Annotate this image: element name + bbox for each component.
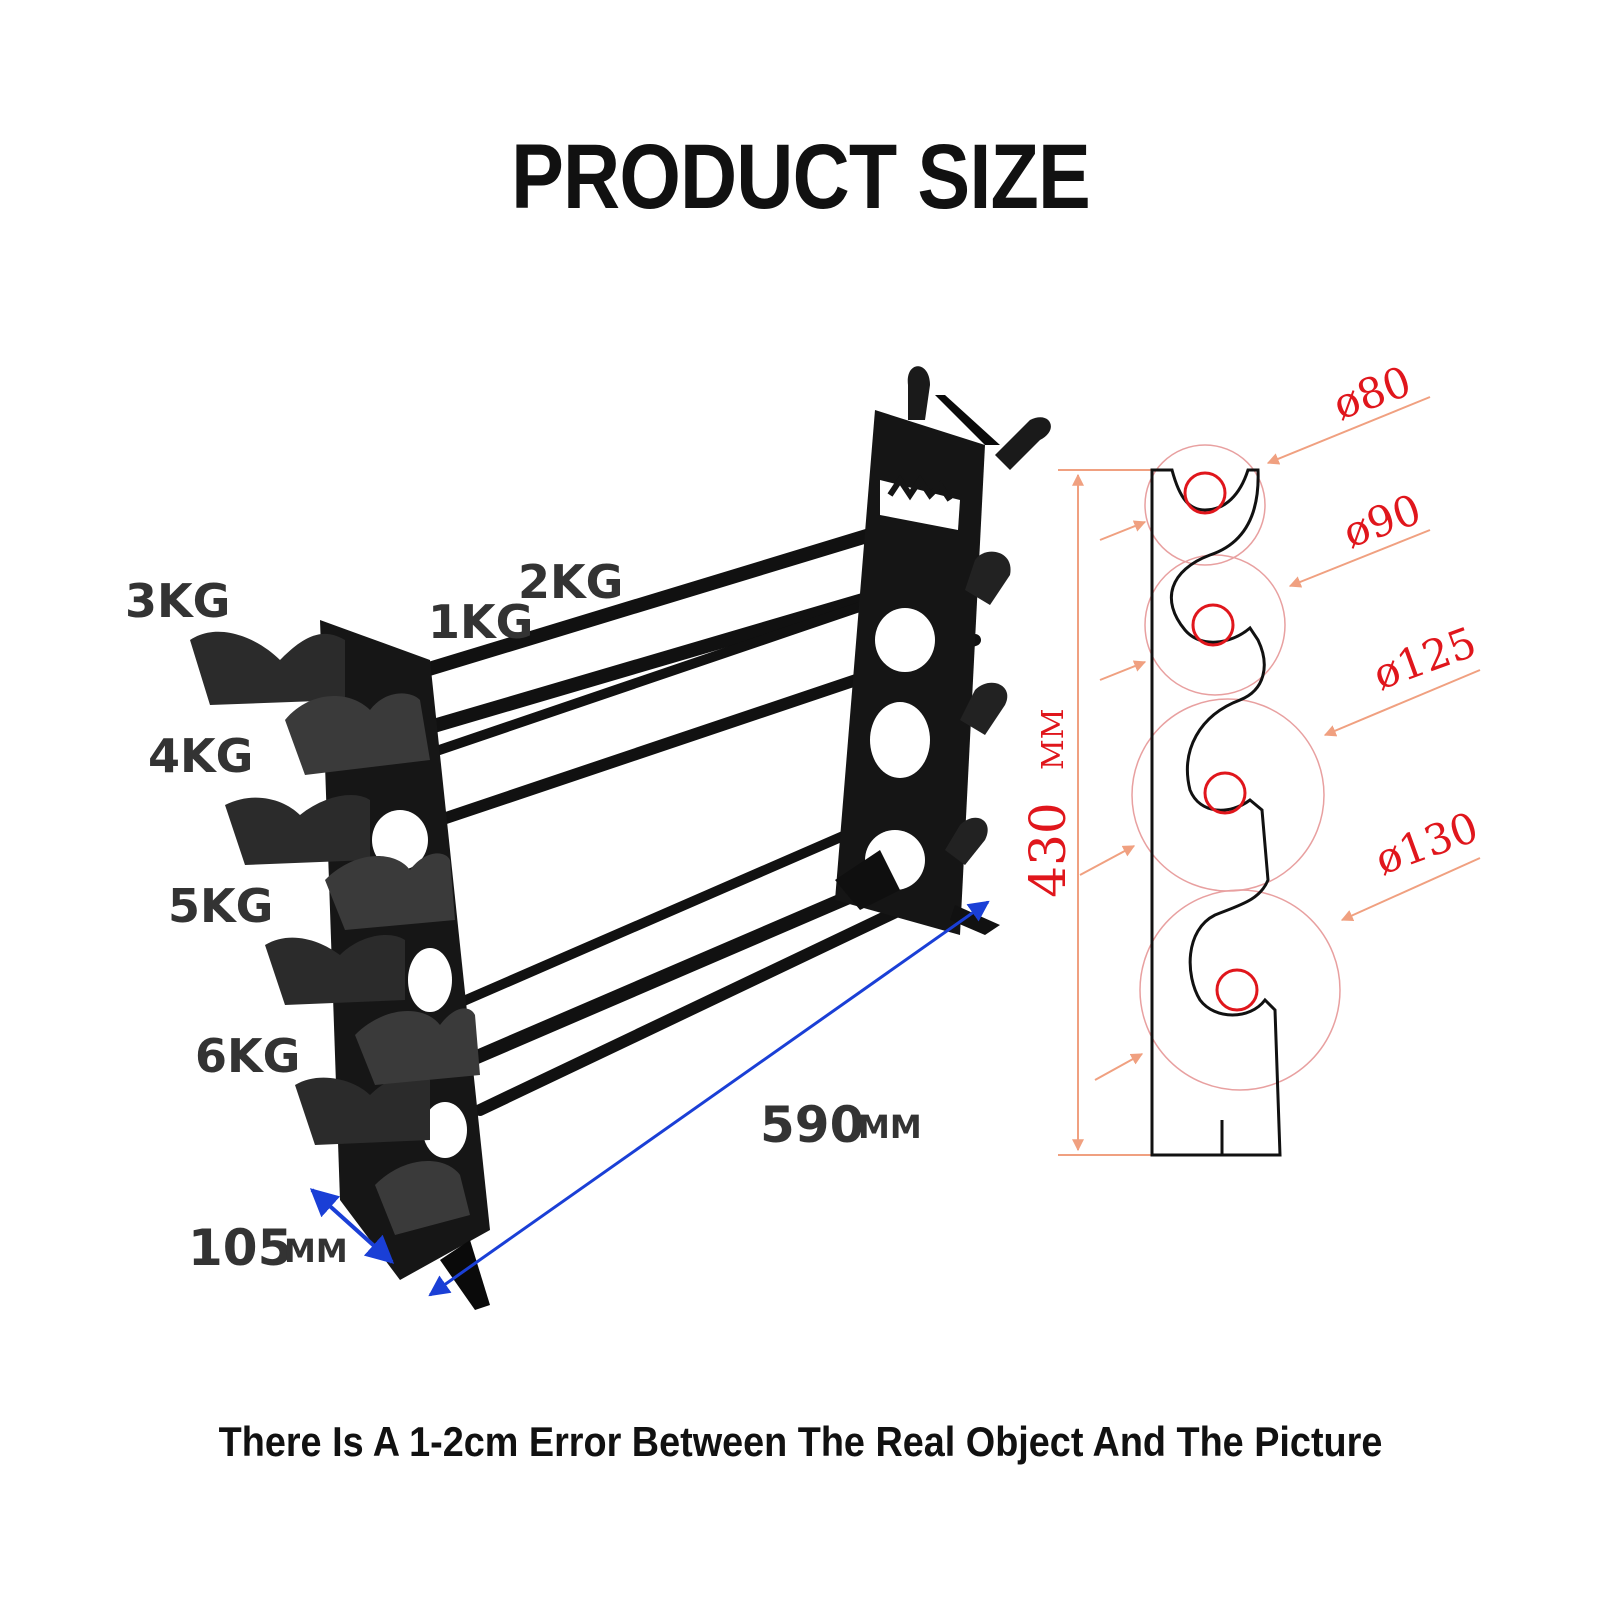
diameter-label-125: ø125 <box>1367 617 1483 699</box>
diameter-labels: ø80 ø90 ø125 ø130 <box>1327 356 1485 884</box>
height-dimension-value: 430 <box>1019 802 1077 897</box>
length-dimension: 590 MM <box>428 900 990 1297</box>
weight-label-2kg: 2KG <box>518 555 623 609</box>
weight-label-5kg: 5KG <box>168 879 273 933</box>
depth-dimension: 105 MM <box>188 1188 395 1277</box>
height-dimension <box>1058 469 1152 1156</box>
disclaimer-note: There Is A 1-2cm Error Between The Real … <box>218 1418 1383 1465</box>
diameter-leader-lines <box>1079 396 1481 1081</box>
weight-label-1kg: 1KG <box>428 595 533 649</box>
rack-cradles <box>190 631 480 1235</box>
profile-outline <box>1150 468 1282 1157</box>
depth-dimension-unit: MM <box>284 1232 348 1270</box>
side-profile-drawing: 430 MM <box>1019 356 1485 1157</box>
diameter-label-80: ø80 <box>1327 356 1418 429</box>
length-dimension-unit: MM <box>858 1108 922 1146</box>
rack-right-frame <box>835 366 1051 935</box>
diameter-label-130: ø130 <box>1369 802 1485 884</box>
profile-diameter-circles <box>1131 444 1341 1091</box>
length-dimension-value: 590 <box>760 1096 864 1154</box>
weight-label-6kg: 6KG <box>195 1029 300 1083</box>
weight-label-4kg: 4KG <box>148 729 253 783</box>
page-title: PRODUCT SIZE <box>511 126 1091 228</box>
dumbbell-rack-illustration <box>190 366 1051 1310</box>
weight-labels: 3KG 4KG 5KG 6KG 1KG 2KG <box>125 555 623 1083</box>
weight-label-3kg: 3KG <box>125 574 230 628</box>
diameter-label-90: ø90 <box>1337 484 1428 557</box>
depth-dimension-value: 105 <box>188 1219 292 1277</box>
profile-center-markers <box>1183 471 1259 1012</box>
height-dimension-unit: MM <box>1036 709 1071 770</box>
